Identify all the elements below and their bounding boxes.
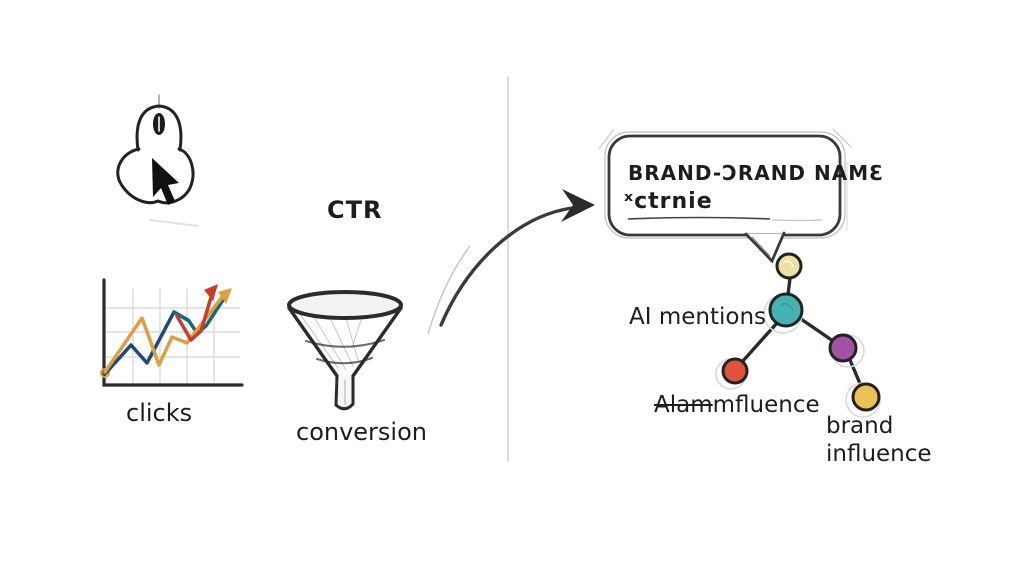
orange-arrowhead-icon — [218, 288, 232, 304]
curved-arrow-icon — [427, 189, 595, 335]
crossed-out-rest: mfluence — [712, 392, 820, 418]
ai-mentions-label: AI mentions — [629, 304, 767, 330]
node-bottom-yellow — [851, 382, 881, 412]
conversion-label: conversion — [296, 418, 427, 446]
cursor-arrow-icon — [152, 158, 179, 205]
bubble-text-line1: BRAND-ƆRAND NAMƐ — [628, 161, 885, 185]
network-edges — [740, 276, 863, 388]
funnel-icon — [287, 290, 403, 411]
chart-line-orange — [103, 294, 225, 374]
brand-influence-label: brand influence — [826, 413, 946, 468]
node-left-red — [721, 357, 749, 385]
network-nodes — [721, 252, 881, 412]
node-top-cream — [775, 252, 803, 280]
brand-influence-line1: brand — [826, 413, 894, 439]
clicks-label: clicks — [126, 399, 193, 427]
chart-line-red — [175, 292, 214, 342]
speech-bubble-icon — [598, 128, 852, 264]
bubble-text-line2: ˣctrnie — [624, 189, 713, 214]
node-center-teal — [768, 292, 804, 328]
ctr-label: CTR — [327, 196, 383, 224]
network-icon — [715, 252, 881, 418]
crossed-out-prefix: Alam — [654, 392, 713, 418]
clicks-chart — [100, 278, 244, 387]
node-right-purple — [828, 333, 858, 363]
crossed-out-label: Alammfluence — [654, 392, 820, 418]
chart-line-navy — [103, 310, 190, 376]
chart-axes — [102, 278, 244, 387]
brand-influence-line2: influence — [826, 440, 932, 467]
red-arrowhead-icon — [204, 284, 218, 301]
mouse-click-icon — [116, 94, 199, 227]
